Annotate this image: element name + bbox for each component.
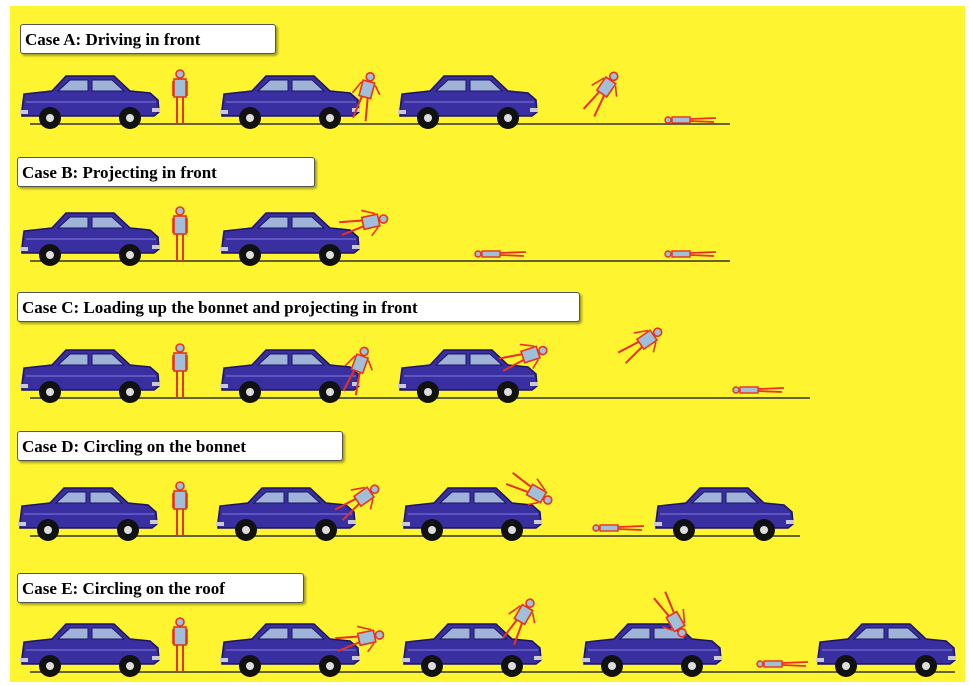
case-d-pedestrian-standing — [173, 482, 187, 536]
case-a-car-1 — [20, 76, 160, 129]
case-c-pedestrian-standing — [173, 344, 187, 398]
case-a-pedestrian-airborne — [578, 66, 628, 121]
case-d-pedestrian-lying — [593, 525, 644, 531]
case-e-pedestrian-standing — [173, 618, 187, 672]
case-c-pedestrian-lying — [733, 387, 784, 393]
case-c-car-1 — [20, 350, 160, 403]
case-e-car-3 — [402, 624, 542, 677]
case-a-car-2 — [220, 76, 360, 129]
case-b-pedestrian-standing — [173, 207, 187, 261]
case-d-car-4 — [654, 488, 794, 541]
case-b-car-1 — [20, 213, 160, 266]
case-c-car-2 — [220, 350, 360, 403]
case-e-car-5 — [816, 624, 956, 677]
case-d-car-1 — [18, 488, 158, 541]
case-c-pedestrian-airborne — [614, 319, 669, 369]
case-c-car-3 — [398, 350, 538, 403]
case-a-pedestrian-standing — [173, 70, 187, 124]
case-d-car-2 — [216, 488, 356, 541]
case-a-pedestrian-lying — [665, 117, 716, 123]
case-b-car-2 — [220, 213, 360, 266]
case-e-pedestrian-lying — [757, 661, 808, 667]
case-a-car-3 — [398, 76, 538, 129]
case-e-car-4 — [582, 624, 722, 677]
case-b-pedestrian-projected — [475, 251, 526, 257]
case-e-car-1 — [20, 624, 160, 677]
case-b-pedestrian-lying — [665, 251, 716, 257]
case-d-car-3 — [402, 488, 542, 541]
